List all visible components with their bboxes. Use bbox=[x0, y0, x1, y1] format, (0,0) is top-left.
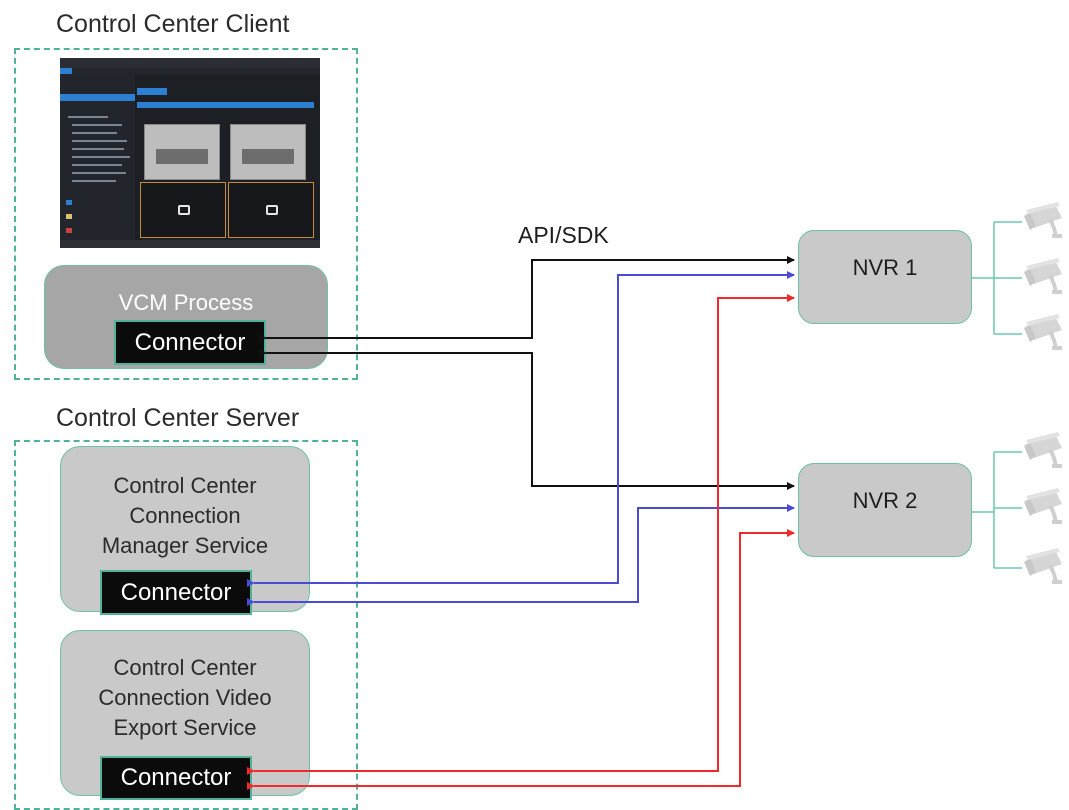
camera-icon bbox=[1024, 202, 1062, 238]
manager-line-nvr1 bbox=[247, 271, 795, 587]
connection-manager-label-1: Control Center bbox=[113, 473, 257, 498]
vcm-process-label: VCM Process bbox=[118, 290, 254, 315]
video-export-label-2: Connection Video bbox=[98, 685, 272, 710]
camera-icon bbox=[1024, 314, 1062, 350]
camera-icon bbox=[1024, 258, 1062, 294]
connection-manager-label-2: Connection bbox=[129, 503, 241, 528]
vcm-connector: Connector bbox=[114, 320, 266, 365]
video-export-label-1: Control Center bbox=[113, 655, 257, 680]
nvr1-label: NVR 1 bbox=[852, 255, 918, 280]
nvr1-box: NVR 1 bbox=[798, 230, 972, 324]
nvr2-box: NVR 2 bbox=[798, 463, 972, 557]
connection-manager-label-3: Manager Service bbox=[101, 533, 269, 558]
client-section-title: Control Center Client bbox=[56, 10, 290, 38]
nvr2-label: NVR 2 bbox=[852, 488, 918, 513]
camera-icon bbox=[1024, 432, 1062, 468]
manager-line-nvr2 bbox=[247, 504, 795, 606]
export-line-nvr1 bbox=[247, 294, 795, 775]
api-line-nvr2 bbox=[259, 349, 795, 490]
camera-icon bbox=[1024, 548, 1062, 584]
api-sdk-label: API/SDK bbox=[518, 222, 609, 248]
api-line-nvr1 bbox=[259, 256, 795, 342]
client-screenshot bbox=[60, 58, 320, 248]
video-export-connector: Connector bbox=[100, 756, 252, 800]
export-line-nvr2 bbox=[247, 529, 795, 790]
connection-manager-connector: Connector bbox=[100, 570, 252, 615]
video-export-label-3: Export Service bbox=[113, 715, 257, 740]
client-group-box bbox=[14, 48, 358, 380]
camera-icon bbox=[1024, 488, 1062, 524]
